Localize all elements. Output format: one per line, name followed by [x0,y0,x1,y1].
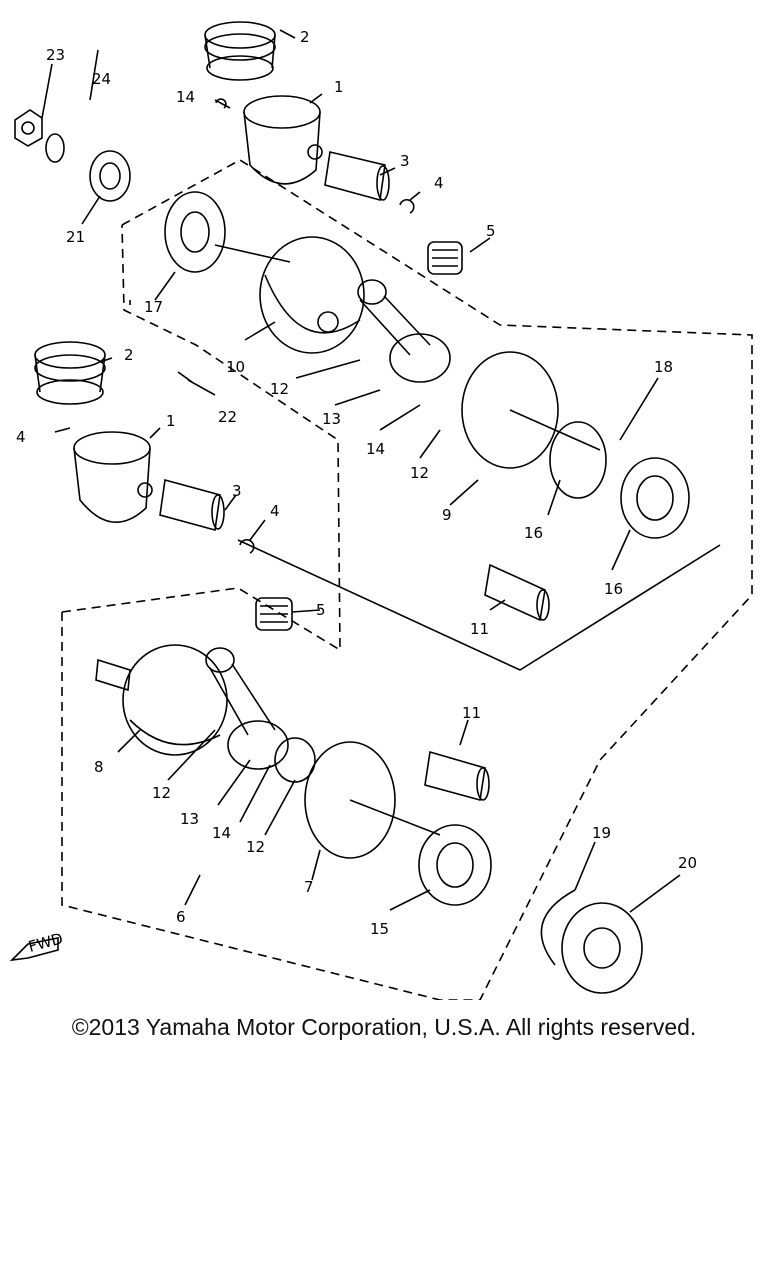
label-12-upper-b: 12 [410,464,429,482]
label-22: 22 [218,408,237,426]
upper-piston-pin [324,151,390,202]
snap-ring-19 [540,889,576,966]
upper-bearing-5 [427,241,463,275]
label-4-lower: 4 [16,428,26,446]
upper-piston [243,95,323,185]
label-14-upper: 14 [366,440,385,458]
lower-crank-right [304,741,492,906]
label-10: 10 [226,358,245,376]
label-19: 19 [592,824,611,842]
label-20: 20 [678,854,697,872]
upper-con-rod [357,279,451,383]
upper-crank-pin [484,563,550,622]
label-1-upper: 1 [334,78,344,96]
lower-crank-left [95,644,228,756]
lower-bearing-5 [255,597,293,631]
lower-piston [73,431,153,523]
label-5-upper: 5 [486,222,496,240]
label-5-lower: 5 [316,601,326,619]
lower-piston-pin [159,478,225,532]
nut-23 [14,109,43,147]
label-13-lower: 13 [180,810,199,828]
label-8: 8 [94,758,104,776]
oil-seal-21 [89,150,131,202]
fwd-label: FWD [26,929,64,955]
upper-group-outline [121,159,753,1000]
fwd-arrow [9,937,59,962]
label-3-lower: 3 [232,482,242,500]
lower-crank-pin [424,750,490,802]
label-11-lower: 11 [462,704,481,722]
label-12-lower-b: 12 [246,838,265,856]
label-3-upper: 3 [400,152,410,170]
label-12-upper-a: 12 [270,380,289,398]
upper-crank-left [164,191,365,354]
inner-frame [237,539,721,671]
label-18: 18 [654,358,673,376]
label-14-lower: 14 [212,824,231,842]
label-2-lower: 2 [124,346,134,364]
label-6: 6 [176,908,186,926]
label-1-lower: 1 [166,412,176,430]
label-2-upper: 2 [300,28,310,46]
label-16-a: 16 [524,524,543,542]
label-21: 21 [66,228,85,246]
lower-group-outline [61,224,341,652]
lower-con-rod [205,647,316,783]
label-4-lower-b: 4 [270,502,280,520]
label-15: 15 [370,920,389,938]
label-24: 24 [92,70,111,88]
main-group-outline [61,612,441,1000]
label-12-lower-a: 12 [152,784,171,802]
label-11-upper: 11 [470,620,489,638]
lower-circlip [239,539,255,554]
upper-piston-rings [204,21,276,81]
label-16-b: 16 [604,580,623,598]
label-13-upper: 13 [322,410,341,428]
label-7: 7 [304,878,314,896]
upper-crank-right [461,351,690,539]
label-4-upper: 4 [434,174,444,192]
label-17: 17 [144,298,163,316]
copyright-notice: ©2013 Yamaha Motor Corporation, U.S.A. A… [71,1014,697,1040]
lower-piston-rings [34,341,106,405]
label-14-top: 14 [176,88,195,106]
upper-circlip-b [399,199,415,214]
washer-24 [45,133,65,163]
parts-diagram: FWD 2 23 24 14 1 3 4 21 5 17 10 12 18 2 … [9,21,753,1000]
oil-seal-20 [561,902,643,994]
label-9: 9 [442,506,452,524]
label-23: 23 [46,46,65,64]
